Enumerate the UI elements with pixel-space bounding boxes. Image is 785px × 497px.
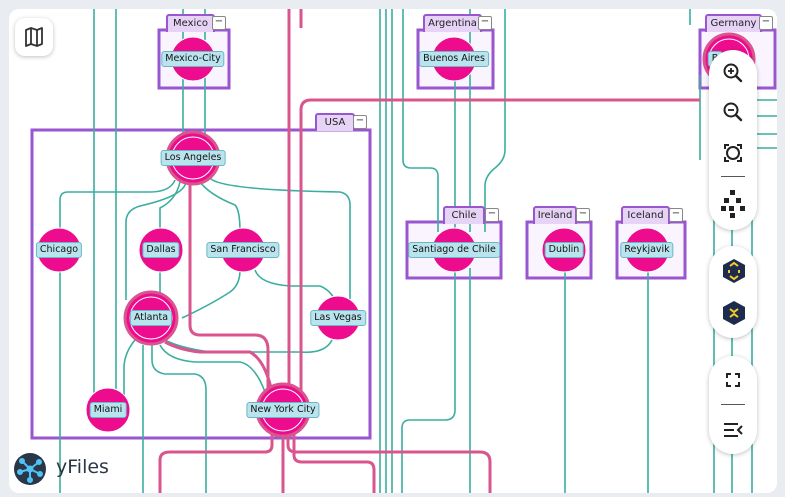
edge: [59, 179, 176, 232]
group-collapse-button-iceland[interactable]: −: [669, 208, 683, 222]
overview-map-button[interactable]: [15, 18, 53, 56]
node-label-buenos-aires: Buenos Aires: [419, 51, 489, 67]
group-collapse-button-chile[interactable]: −: [485, 208, 499, 222]
group-tab-iceland[interactable]: Iceland: [621, 206, 670, 224]
group-toolbar: [709, 246, 757, 338]
zoom-toolbar: [709, 50, 757, 230]
edge: [151, 345, 207, 493]
node-label-santiago: Santiago de Chile: [408, 242, 500, 258]
expand-groups-icon: [723, 259, 745, 283]
edge: [484, 9, 506, 232]
zoom-in-icon: [723, 63, 743, 83]
edge: [209, 177, 351, 305]
group-label-ireland: Ireland: [537, 210, 573, 221]
edge: [188, 182, 270, 390]
node-label-mexico-city: Mexico-City: [161, 51, 225, 67]
node-label-dublin: Dublin: [544, 242, 584, 258]
node-label-los-angeles: Los Angeles: [160, 150, 226, 166]
expand-groups-button[interactable]: [709, 250, 757, 290]
collapse-groups-button[interactable]: [709, 292, 757, 332]
node-label-atlanta: Atlanta: [129, 310, 173, 326]
group-label-usa: USA: [324, 117, 346, 128]
node-label-dallas: Dallas: [142, 242, 180, 258]
edge: [159, 344, 266, 393]
graph-canvas[interactable]: Mexico − Argentina − Germany − USA − Chi…: [9, 9, 777, 493]
toggle-sidebar-button[interactable]: [709, 410, 757, 450]
edge: [299, 98, 700, 392]
sidebar-toggle-icon: [724, 423, 743, 437]
hierarchic-layout-icon: [721, 190, 745, 218]
zoom-out-icon: [723, 102, 743, 122]
edge: [159, 181, 181, 232]
group-collapse-button-ireland[interactable]: −: [576, 208, 590, 222]
fit-content-button[interactable]: [709, 133, 757, 173]
edge: [292, 432, 376, 493]
fit-content-icon: [724, 144, 742, 162]
node-label-las-vegas: Las Vegas: [310, 310, 366, 326]
edge: [158, 432, 274, 493]
node-label-chicago: Chicago: [35, 242, 83, 258]
group-collapse-button-germany[interactable]: −: [759, 16, 773, 30]
yfiles-logo: yFiles: [12, 452, 109, 486]
zoom-in-button[interactable]: [709, 53, 757, 93]
group-label-argentina: Argentina: [428, 18, 477, 29]
edge: [181, 269, 241, 319]
node-label-miami: Miami: [89, 402, 127, 418]
edge: [125, 181, 187, 300]
node-label-new-york-city: New York City: [246, 402, 320, 418]
collapse-groups-icon: [723, 301, 745, 325]
toolbar-separator: [721, 404, 745, 405]
group-tab-germany[interactable]: Germany: [705, 14, 762, 32]
group-label-germany: Germany: [710, 18, 757, 29]
logo-text: yFiles: [56, 456, 109, 478]
group-tab-ireland[interactable]: Ireland: [533, 206, 577, 224]
group-tab-usa[interactable]: USA: [315, 113, 355, 131]
node-label-reykjavik: Reykjavik: [620, 242, 674, 258]
group-tab-mexico[interactable]: Mexico: [166, 14, 215, 32]
edge: [164, 340, 274, 393]
edge: [123, 339, 136, 400]
group-box-usa: [30, 128, 372, 440]
edge: [199, 181, 241, 233]
node-label-san-francisco: San Francisco: [206, 242, 280, 258]
edge: [402, 9, 439, 232]
toolbar-separator: [721, 176, 745, 177]
edge: [401, 268, 456, 493]
zoom-out-button[interactable]: [709, 92, 757, 132]
group-label-mexico: Mexico: [173, 18, 208, 29]
group-collapse-button-mexico[interactable]: −: [212, 16, 226, 30]
group-tab-argentina[interactable]: Argentina: [423, 14, 482, 32]
group-collapse-button-usa[interactable]: −: [353, 115, 367, 129]
group-tab-chile[interactable]: Chile: [443, 206, 485, 224]
fullscreen-button[interactable]: [709, 360, 757, 400]
layout-button[interactable]: [709, 182, 757, 222]
group-label-iceland: Iceland: [627, 210, 664, 221]
map-icon: [25, 27, 43, 47]
group-label-chile: Chile: [451, 210, 477, 221]
edge: [254, 269, 336, 301]
yfiles-logo-icon: [14, 453, 46, 485]
group-collapse-button-argentina[interactable]: −: [478, 16, 492, 30]
edge: [286, 432, 492, 493]
fullscreen-icon: [726, 373, 740, 387]
view-toolbar: [709, 356, 757, 454]
edge: [164, 339, 333, 354]
